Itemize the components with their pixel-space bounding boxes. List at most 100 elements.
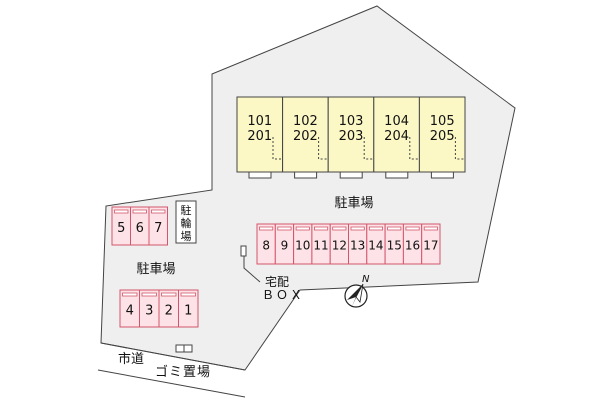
- parking-space-13: 13: [348, 223, 368, 265]
- wheel-stop: [295, 226, 310, 231]
- wheel-stop: [277, 226, 292, 231]
- parking-space-number: 13: [350, 239, 365, 253]
- wheel-stop: [161, 292, 177, 297]
- city-road-line-top: [100, 342, 246, 371]
- unit-stairs: [409, 137, 418, 160]
- wheel-stop: [387, 226, 402, 231]
- delivery-box-label-1: 宅配: [265, 274, 289, 289]
- parking-space-number: 12: [332, 239, 347, 253]
- parking-space-4: 4: [119, 289, 140, 328]
- wheel-stop: [259, 226, 274, 231]
- parking-label-left: 駐車場: [136, 262, 175, 277]
- unit-stairs: [363, 137, 373, 160]
- wheel-stop: [114, 209, 129, 214]
- unit-entrance: [385, 171, 409, 179]
- parking-space-number: 11: [313, 239, 328, 253]
- wheel-stop: [313, 226, 329, 231]
- unit-stairs: [318, 137, 327, 160]
- parking-space-7: 7: [148, 206, 168, 246]
- wheel-stop: [180, 292, 196, 297]
- unit-entrance: [430, 171, 454, 179]
- parking-space-3: 3: [139, 289, 160, 328]
- wheel-stop: [132, 209, 147, 214]
- north-arrow-icon: [344, 283, 368, 308]
- bicycle-parking-char-1: 駐: [181, 203, 192, 217]
- north-label: N: [362, 274, 370, 285]
- unit-number-upper: 105: [430, 114, 455, 129]
- parking-label-right: 駐車場: [334, 196, 373, 211]
- unit-stairs: [272, 137, 281, 160]
- parking-space-number: 2: [165, 303, 173, 318]
- parking-space-number: 4: [126, 303, 134, 318]
- delivery-box-label-2: ＢＯＸ: [262, 288, 304, 302]
- parking-space-number: 7: [154, 221, 162, 236]
- unit-outline: [418, 96, 466, 173]
- wheel-stop: [122, 292, 138, 297]
- city-road-label: 市道: [118, 351, 144, 367]
- wheel-stop: [350, 226, 365, 231]
- delivery-box-leader: [243, 256, 261, 283]
- parking-space-11: 11: [311, 223, 331, 265]
- parking-space-14: 14: [366, 223, 386, 265]
- parking-space-number: 14: [368, 239, 383, 253]
- wheel-stop: [141, 292, 157, 297]
- garbage-area-label: ゴミ置場: [155, 364, 211, 380]
- unit-number-upper: 104: [384, 114, 409, 129]
- unit-entrance: [339, 171, 363, 179]
- parking-space-5: 5: [111, 206, 131, 246]
- unit-entrance: [248, 171, 272, 179]
- parking-space-number: 15: [387, 239, 402, 253]
- parking-space-number: 3: [145, 303, 153, 318]
- parking-space-number: 16: [405, 239, 420, 253]
- unit-number-upper: 103: [339, 114, 364, 129]
- bicycle-parking: [175, 200, 197, 244]
- parking-space-number: 8: [262, 239, 270, 253]
- wheel-stop: [151, 209, 166, 214]
- parking-space-outline: [178, 289, 199, 328]
- parking-space-number: 9: [281, 239, 289, 253]
- unit-number-lower: 203: [339, 129, 364, 144]
- parking-space-2: 2: [158, 289, 179, 328]
- unit-number-lower: 201: [247, 129, 272, 144]
- parking-space-10: 10: [293, 223, 313, 265]
- delivery-box: [240, 245, 247, 257]
- parking-space-1: 1: [178, 289, 199, 328]
- parking-space-12: 12: [329, 223, 350, 265]
- parking-space-9: 9: [274, 223, 295, 265]
- parking-space-6: 6: [130, 206, 150, 246]
- parking-space-16: 16: [402, 223, 423, 265]
- wheel-stop: [405, 226, 420, 231]
- unit-number-upper: 101: [247, 114, 272, 129]
- parking-space-number: 1: [184, 303, 192, 318]
- wheel-stop: [368, 226, 383, 231]
- unit-number-lower: 204: [384, 129, 409, 144]
- parking-space-15: 15: [384, 223, 404, 265]
- parking-space-number: 5: [117, 221, 125, 236]
- parking-space-outline: [421, 223, 441, 265]
- parking-space-8: 8: [256, 223, 276, 265]
- bicycle-parking-char-3: 場: [181, 230, 192, 243]
- parking-space-number: 6: [136, 221, 144, 236]
- wheel-stop: [332, 226, 347, 231]
- parking-space-outline: [148, 206, 168, 246]
- wheel-stop: [423, 226, 438, 231]
- unit-number-lower: 205: [430, 129, 455, 144]
- city-road-line-bottom: [97, 369, 246, 398]
- parking-space-number: 10: [295, 239, 310, 253]
- unit-number-lower: 202: [293, 129, 318, 144]
- parking-space-number: 17: [423, 239, 438, 253]
- unit-number-upper: 102: [293, 114, 318, 129]
- unit-stairs: [454, 137, 464, 160]
- bicycle-parking-char-2: 輪: [181, 216, 192, 230]
- unit-entrance: [294, 171, 318, 179]
- parking-space-17: 17: [421, 223, 441, 265]
